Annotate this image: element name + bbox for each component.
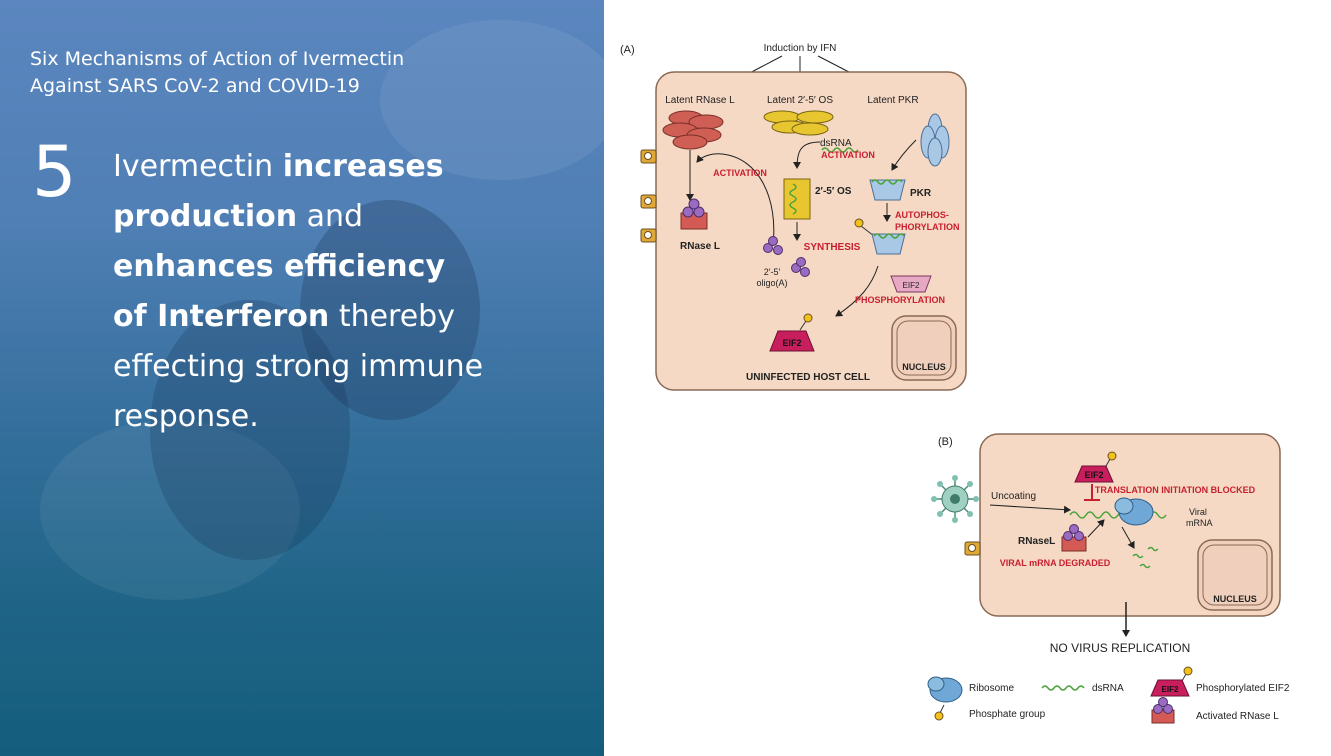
induction-label: Induction by IFN (764, 43, 837, 54)
panel-a-tag: (A) (620, 44, 635, 56)
headline-line-6: response. (113, 399, 259, 434)
legend-phos-eif2-label: Phosphorylated EIF2 (1196, 683, 1290, 694)
latent-os-icon (763, 110, 834, 136)
headline-text: Ivermectin (113, 149, 283, 184)
subtitle-line-2: Against SARS CoV-2 and COVID-19 (30, 75, 360, 97)
autophos-label-1: AUTOPHOS- (895, 210, 949, 220)
nucleus-a-label: NUCLEUS (902, 362, 946, 372)
cell-label: UNINFECTED HOST CELL (746, 372, 870, 383)
result-label: NO VIRUS REPLICATION (1050, 641, 1190, 655)
mechanism-number: 5 (32, 131, 77, 213)
title-panel: Six Mechanisms of Action of Ivermectin A… (0, 0, 604, 756)
arrow (1121, 526, 1135, 549)
dsrna-label: dsRNA (820, 138, 852, 149)
arrow (891, 139, 917, 171)
phospho-eif2-icon: EIF2 (769, 313, 815, 352)
arrow (835, 265, 879, 317)
viral-mrna-label-2: mRNA (1186, 518, 1213, 528)
legend-rnase-label: Activated RNase L (1196, 711, 1279, 722)
degraded-mrna-icon (1132, 546, 1159, 569)
oligo-icon (763, 236, 810, 277)
latent-pkr-icon (920, 113, 950, 167)
activation-left-label: ACTIVATION (713, 168, 767, 178)
active-pkr-icon (869, 179, 906, 201)
virus-icon (931, 475, 979, 523)
slide-subtitle: Six Mechanisms of Action of Ivermectin A… (30, 46, 590, 100)
eif2-big-label: EIF2 (782, 338, 801, 348)
interferon-diagram: (A) Induction by IFN Latent RNase L Late… (620, 43, 1290, 724)
legend-phospho-eif2: EIF2 Phosphorylated EIF2 (1150, 666, 1290, 697)
headline-text: and (297, 199, 364, 234)
latent-pkr-label: Latent PKR (867, 95, 918, 106)
nucleus-a-inner (896, 320, 952, 376)
latent-os-label: Latent 2′-5′ OS (767, 95, 833, 106)
synthesis-label: SYNTHESIS (804, 242, 861, 253)
legend-dsrna-label: dsRNA (1092, 683, 1124, 694)
activation-top-label: ACTIVATION (821, 150, 875, 160)
background-photo-shape (150, 300, 350, 560)
latent-rnase-icon (662, 110, 724, 150)
pkr-label: PKR (910, 188, 932, 199)
arrow (989, 504, 1071, 514)
headline-line-2: production and (113, 192, 583, 242)
arrow (696, 153, 775, 246)
os-label: 2′-5′ OS (815, 186, 852, 197)
oligo-label-1: 2′-5′ (764, 267, 781, 277)
panel-b-tag: (B) (938, 436, 953, 448)
nucleus-a (891, 315, 957, 381)
legend-ribosome-label: Ribosome (969, 683, 1014, 694)
headline-text: thereby (329, 299, 455, 334)
nucleus-b (1197, 539, 1273, 611)
rnase-l-label: RNase L (680, 241, 720, 252)
legend-eif2-label: EIF2 (1162, 685, 1179, 694)
headline-line-3: enhances efficiency (113, 242, 583, 292)
nucleus-b-inner (1202, 544, 1268, 606)
active-os-icon (783, 178, 811, 220)
phospho-eif2-icon: EIF2 (1074, 451, 1117, 483)
autophos-label-2: PHORYLATION (895, 222, 960, 232)
ribosome-icon (1114, 497, 1154, 526)
eif2-small-label: EIF2 (903, 281, 920, 290)
headline: Ivermectin increases production and enha… (113, 142, 583, 442)
uncoating-label: Uncoating (991, 491, 1036, 502)
inhibition-mark (1084, 484, 1100, 501)
receptor-icon (640, 194, 657, 209)
arrow (793, 141, 821, 169)
eif2-b-label: EIF2 (1084, 470, 1103, 480)
oligo-label-2: oligo(A) (756, 278, 787, 288)
receptor-icon (964, 541, 981, 556)
latent-rnase-label: Latent RNase L (665, 95, 735, 106)
rnase-l-icon (1061, 524, 1087, 552)
legend-phosphate: Phosphate group (934, 704, 1046, 721)
background-photo-shape (380, 20, 604, 180)
legend-dsrna: dsRNA (1041, 683, 1124, 694)
legend-ribosome: Ribosome (927, 676, 1014, 703)
legend-phosphate-label: Phosphate group (969, 709, 1046, 720)
headline-bold: enhances efficiency (113, 249, 446, 284)
phosphorylation-label: PHOSPHORYLATION (855, 295, 945, 305)
dsrna-icon (821, 147, 859, 153)
receptor-icon (640, 149, 657, 164)
rnase-l-icon (680, 198, 708, 230)
background-photo-shape (300, 200, 480, 420)
arrow (1087, 519, 1105, 538)
blocked-label: TRANSLATION INITIATION BLOCKED (1095, 485, 1256, 495)
rnasel-label: RNaseL (1018, 536, 1055, 547)
receptor-icon (640, 228, 657, 243)
background-photo-shape (40, 420, 300, 600)
eif2-icon: EIF2 (890, 275, 932, 293)
headline-bold: of Interferon (113, 299, 330, 334)
legend-rnase: Activated RNase L (1151, 697, 1279, 724)
phospho-pkr-icon (854, 218, 906, 255)
headline-line-5: effecting strong immune (113, 349, 484, 384)
subtitle-line-1: Six Mechanisms of Action of Ivermectin (30, 48, 405, 70)
headline-line-4: of Interferon thereby (113, 292, 583, 342)
headline-bold: increases (282, 149, 444, 184)
degraded-label: VIRAL mRNA DEGRADED (1000, 558, 1111, 568)
nucleus-b-label: NUCLEUS (1213, 594, 1257, 604)
headline-line-1: Ivermectin increases (113, 142, 583, 192)
viral-mrna-label-1: Viral (1189, 507, 1207, 517)
headline-bold: production (113, 199, 298, 234)
